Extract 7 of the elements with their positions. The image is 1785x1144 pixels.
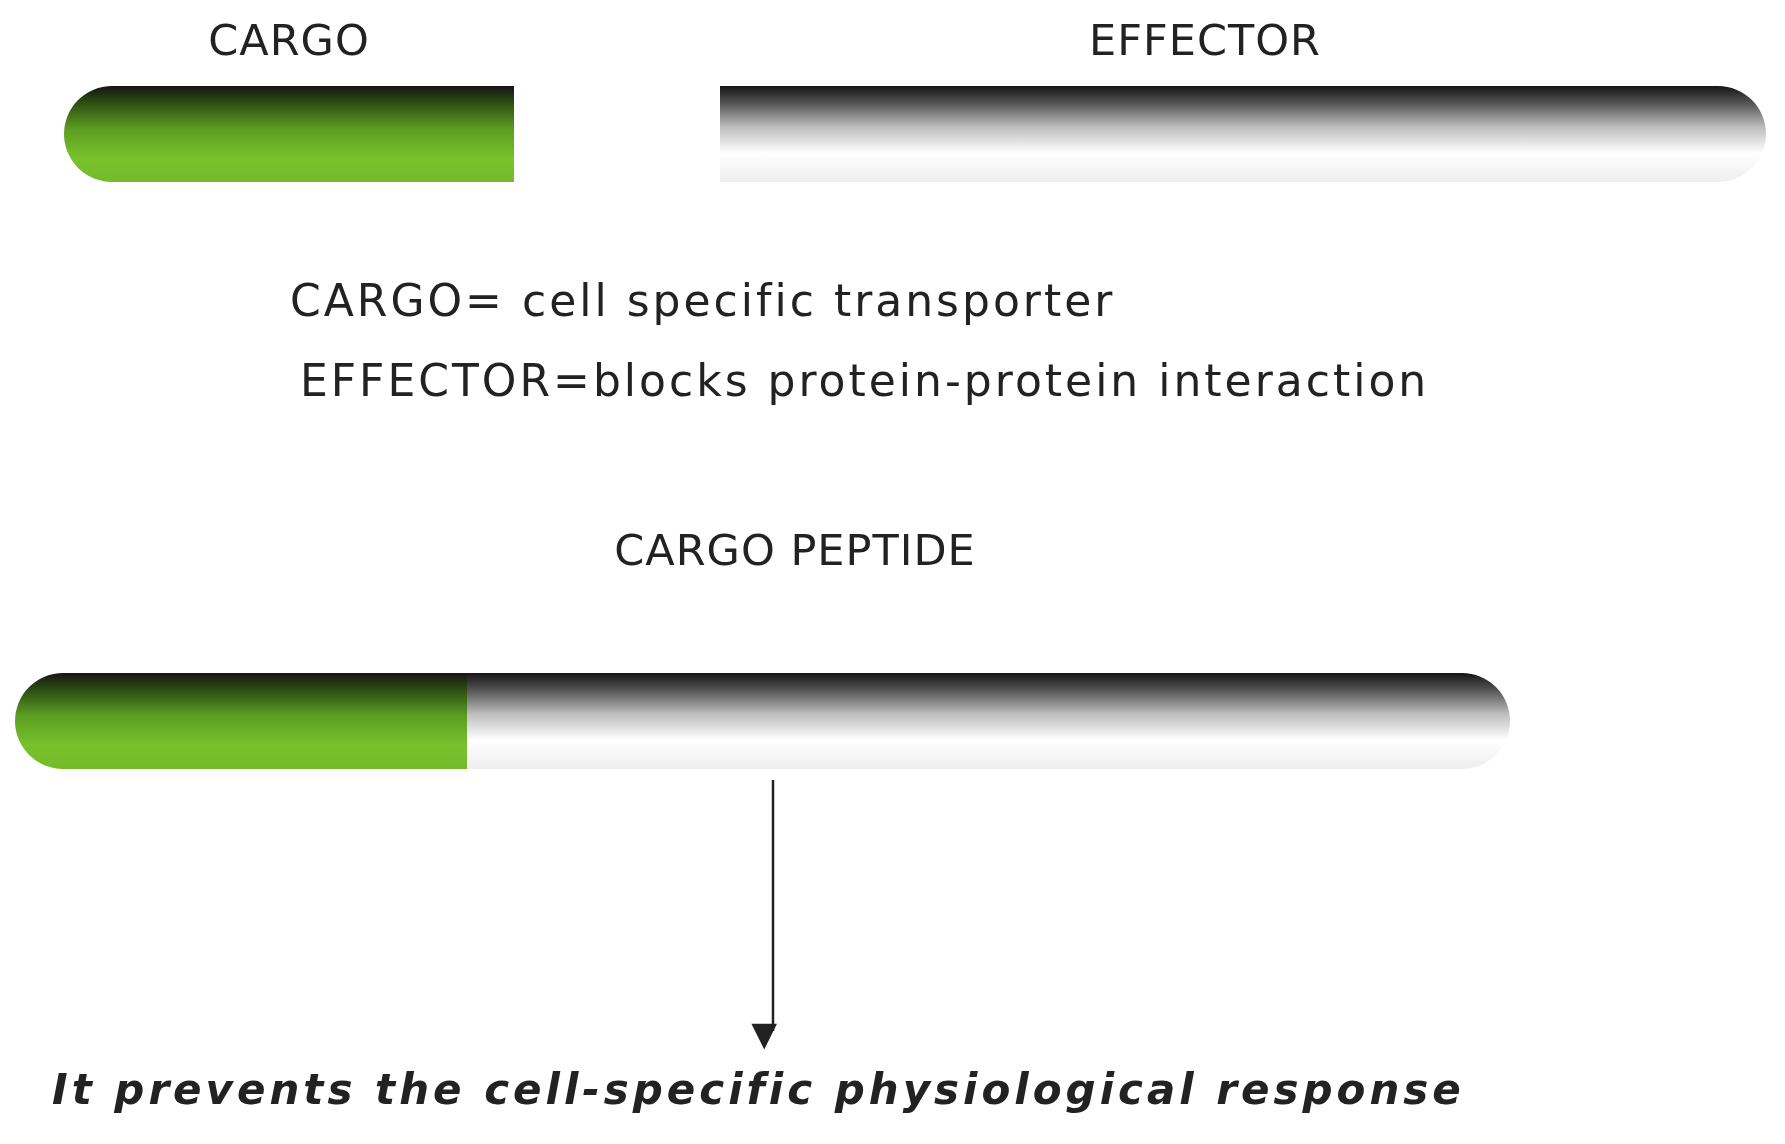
bar-label: CARGO PEPTIDE (613, 525, 977, 575)
arrow (751, 780, 777, 1050)
definition-text: CARGO= cell specific transporter (290, 275, 1116, 326)
result-text: It prevents the cell-specific physiological response (52, 1065, 1465, 1114)
bar-label: EFFECTOR (1088, 15, 1322, 65)
definition-text: EFFECTOR=blocks protein-protein interaction (300, 355, 1430, 406)
bar-label: CARGO (207, 15, 371, 65)
